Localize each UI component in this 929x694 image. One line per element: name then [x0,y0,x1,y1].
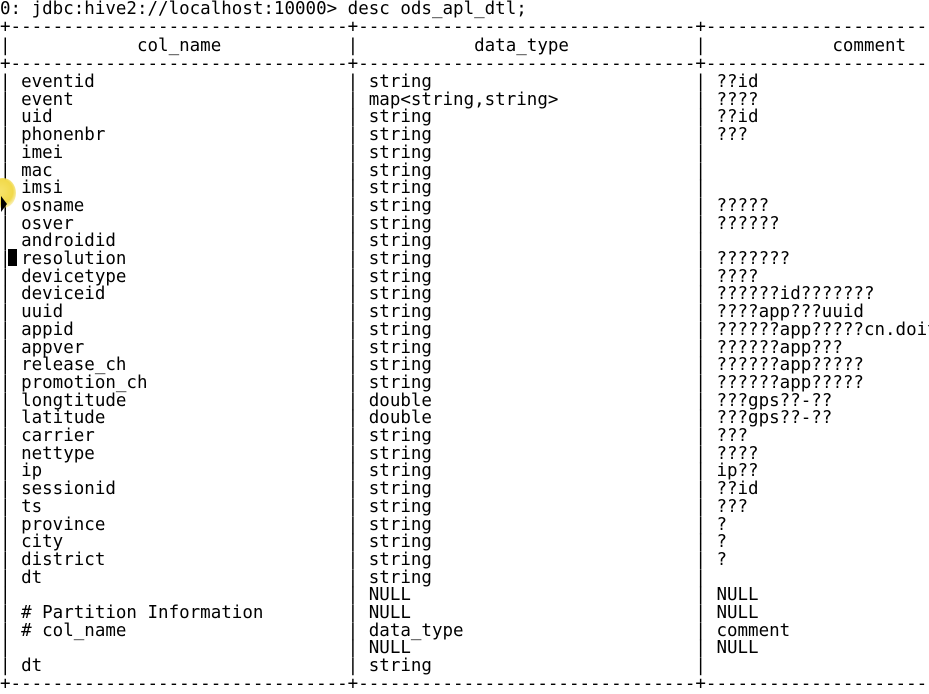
table-row: | release_ch | string | ??????app????? |… [0,355,864,376]
table-row: | longtitude | double | ???gps??-?? | | [0,390,833,411]
table-row: | city | string | ? | | [0,532,727,553]
table-row: | # col_name | data_type | comment | | [0,620,791,641]
table-row: | imsi | string | | | [0,178,706,199]
table-row: | mac | string | | | [0,160,706,181]
table-border-bottom: +--------------------------------+------… [0,674,929,694]
table-row: | | NULL | NULL | | [0,638,759,659]
table-row: | carrier | string | ??? | | [0,426,749,446]
table-row: | dt | string | | | [0,567,706,588]
table-row: | osname | string | ????? | | [0,195,770,216]
table-row: | osver | string | ?????? | | [0,213,780,234]
table-row: | dt | string | | | [0,656,706,677]
table-row: | event | map<string,string> | ???? | | [0,89,759,110]
text-cursor [8,249,17,266]
table-border-top: +--------------------------------+------… [0,17,929,37]
table-row: | devicetype | string | ???? | | [0,266,759,287]
table-row: | appid | string | ??????app?????cn.doit… [0,319,929,340]
table-row: | ts | string | ??? | | [0,496,749,517]
mouse-pointer-icon [1,196,7,212]
table-row: | resolution | string | ??????? | | [0,249,791,269]
table-row: | # Partition Information | NULL | NULL … [0,603,759,623]
command-prompt-line: 0: jdbc:hive2://localhost:10000> desc od… [0,0,527,19]
table-row: | promotion_ch | string | ??????app?????… [0,372,864,393]
table-border-header-bottom: +--------------------------------+------… [0,54,929,74]
table-header-row: | col_name | data_type | comment | | [0,36,907,56]
table-row: | | NULL | NULL | | [0,585,759,606]
table-row: | phonenbr | string | ??? | | [0,125,749,146]
table-row: | province | string | ? | | [0,514,727,535]
table-row: | appver | string | ??????app??? | | [0,337,843,358]
table-row: | latitude | double | ???gps??-?? | | [0,408,833,429]
table-row: | deviceid | string | ??????id??????? | … [0,284,875,305]
table-row: | district | string | ? | | [0,549,727,570]
table-row: | ip | string | ip?? | | [0,461,759,482]
table-row: | eventid | string | ??id | | [0,72,759,92]
table-row: | nettype | string | ???? | | [0,443,759,464]
table-row: | uid | string | ??id | | [0,107,759,128]
table-row: | uuid | string | ????app???uuid | | [0,302,864,323]
table-row: | sessionid | string | ??id | | [0,479,759,500]
table-row: | androidid | string | | | [0,231,706,252]
table-row: | imei | string | | | [0,142,706,163]
